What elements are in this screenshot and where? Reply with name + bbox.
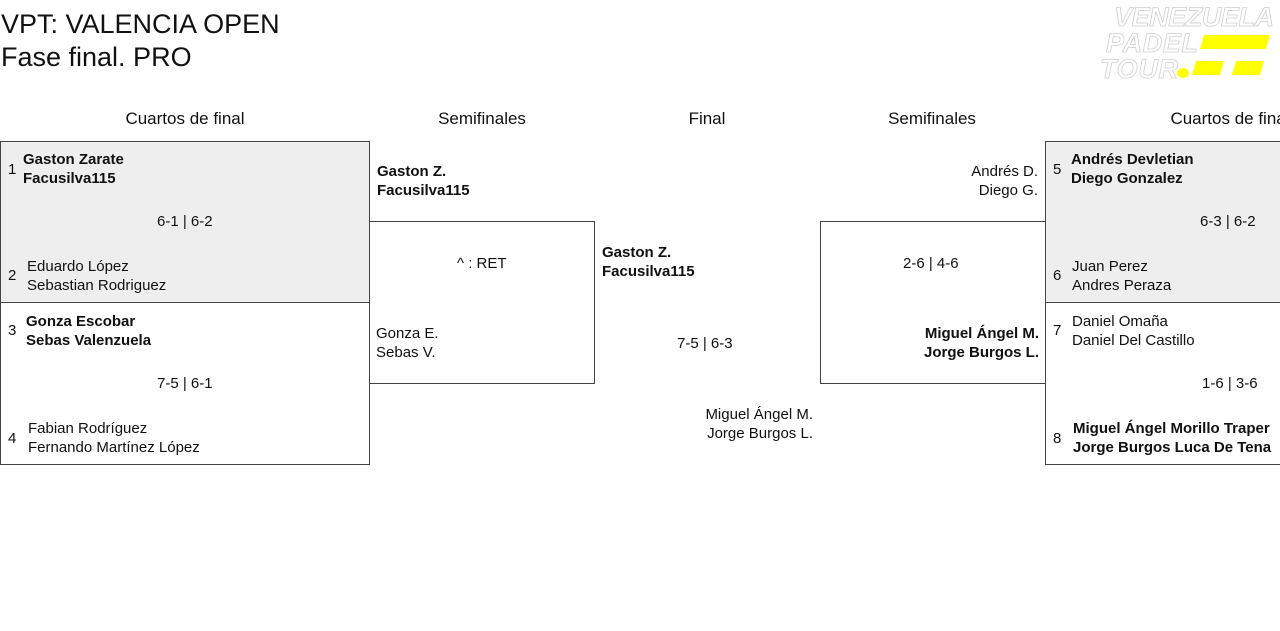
team-loser: Gonza E.Sebas V. bbox=[376, 325, 439, 361]
seed: 5 bbox=[1053, 161, 1062, 178]
final-score: 7-5 | 6-3 bbox=[677, 335, 733, 352]
round-header-sf-left: Semifinales bbox=[438, 109, 526, 128]
seed: 8 bbox=[1053, 430, 1062, 447]
svg-text:VENEZUELA: VENEZUELA bbox=[1114, 2, 1274, 32]
seed: 1 bbox=[8, 161, 17, 178]
match-score: 2-6 | 4-6 bbox=[903, 255, 959, 272]
round-header-qf-right: Cuartos de final bbox=[1170, 109, 1280, 128]
venezuela-padel-tour-logo: VENEZUELA PADEL TOUR bbox=[1100, 2, 1274, 80]
seed: 3 bbox=[8, 322, 17, 339]
seed: 4 bbox=[8, 430, 17, 447]
match-score: ^ : RET bbox=[457, 255, 507, 272]
match-sf-right[interactable]: 2-6 | 4-6 Miguel Ángel M.Jorge Burgos L. bbox=[820, 221, 1046, 384]
match-score: 7-5 | 6-1 bbox=[157, 375, 213, 392]
seed: 7 bbox=[1053, 322, 1062, 339]
svg-text:TOUR: TOUR bbox=[1100, 54, 1179, 80]
team-winner: Miguel Ángel M.Jorge Burgos L. bbox=[923, 325, 1039, 361]
match-score: 1-6 | 3-6 bbox=[1202, 375, 1258, 392]
seed: 6 bbox=[1053, 267, 1062, 284]
match-score: 6-1 | 6-2 bbox=[157, 213, 213, 230]
round-header-qf-left: Cuartos de final bbox=[125, 109, 245, 128]
round-header-final: Final bbox=[688, 109, 726, 128]
sf-left-winner: Gaston Z.Facusilva115 bbox=[377, 163, 470, 199]
page-title: VPT: VALENCIA OPEN bbox=[1, 9, 280, 39]
sf-right-team-a: Andrés D.Diego G. bbox=[971, 163, 1038, 199]
round-header-sf-right: Semifinales bbox=[888, 109, 976, 128]
match-score: 6-3 | 6-2 bbox=[1200, 213, 1256, 230]
final-runner-up: Miguel Ángel M.Jorge Burgos L. bbox=[705, 406, 813, 442]
svg-text:PADEL: PADEL bbox=[1106, 28, 1198, 58]
page-subtitle: Fase final. PRO bbox=[1, 42, 192, 72]
match-sf-left[interactable]: ^ : RET Gonza E.Sebas V. bbox=[369, 221, 595, 384]
final-winner: Gaston Z.Facusilva115 bbox=[602, 244, 695, 280]
seed: 2 bbox=[8, 267, 17, 284]
